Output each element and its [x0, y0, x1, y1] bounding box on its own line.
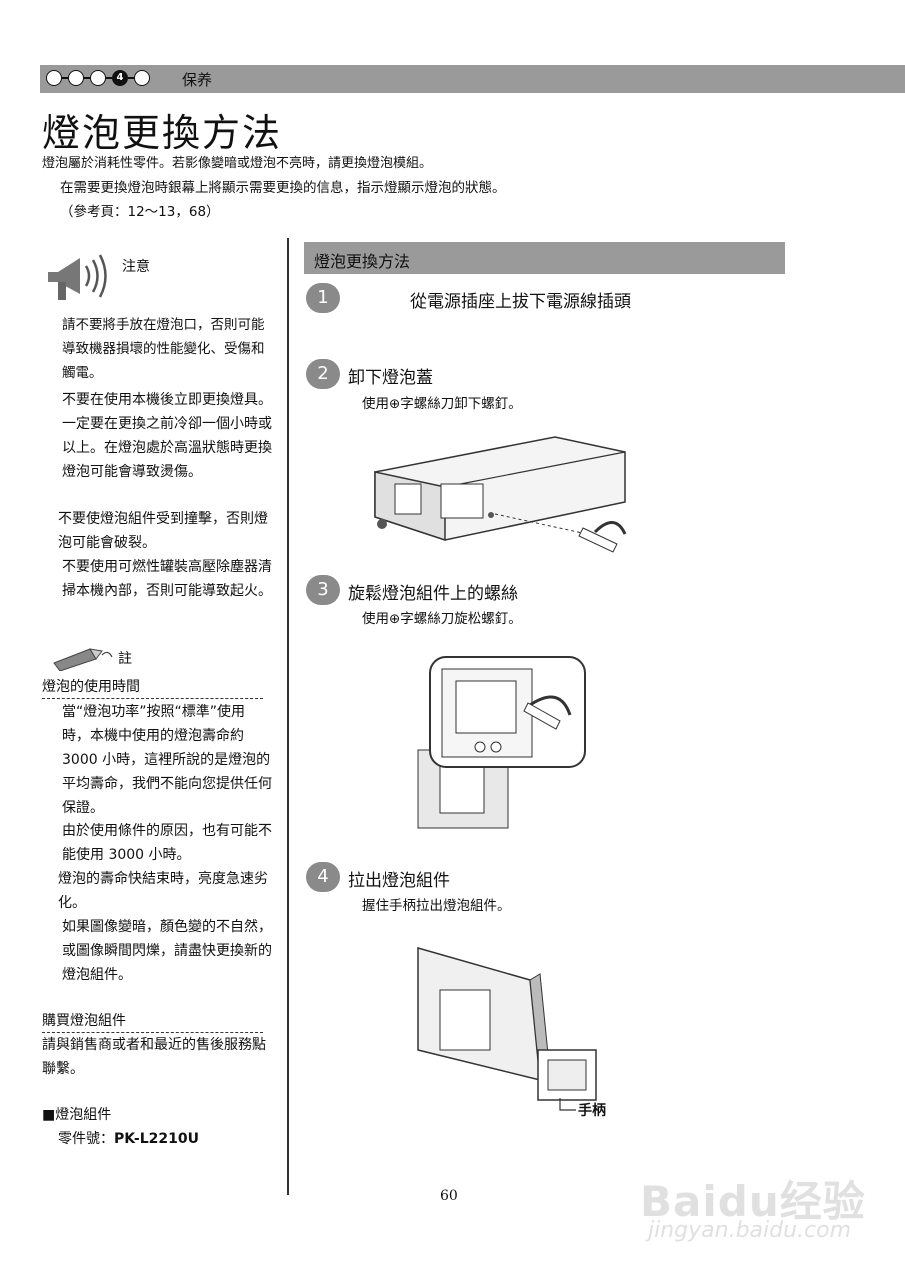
step-connector [62, 77, 68, 79]
note-item: 當“燈泡功率”按照“標準”使用時，本機中使用的燈泡壽命約 3000 小時，這裡所… [62, 704, 272, 816]
step-connector [128, 77, 134, 79]
lamp-life-heading: 燈泡的使用時間 [42, 676, 263, 699]
step-title: 旋鬆燈泡組件上的螺絲 [348, 584, 518, 604]
lamp-unit-heading: ■燈泡組件 [42, 1107, 112, 1123]
intro-line-2: 在需要更換燈泡時銀幕上將顯示需要更換的信息，指示燈顯示燈泡的狀態。 [60, 180, 506, 196]
page-number: 60 [440, 1188, 458, 1204]
column-divider [287, 238, 289, 1195]
intro-line-3: （參考頁：12～13，68） [60, 204, 220, 220]
megaphone-icon [48, 254, 107, 300]
step-number: 3 [306, 575, 340, 605]
section-bar: 4 保养 [40, 65, 905, 93]
step-circle-2 [68, 70, 84, 86]
step-circle-5 [134, 70, 150, 86]
note-label: 註 [118, 651, 132, 667]
step-text: 使用⊕字螺絲刀卸下螺釘。 [362, 396, 522, 412]
watermark: Baidu经验 jingyan.baidu.com [640, 1150, 900, 1250]
procedure-header: 燈泡更換方法 [304, 242, 785, 274]
step-text: 握住手柄拉出燈泡組件。 [362, 898, 511, 914]
caution-item: 請不要將手放在燈泡口，否則可能導致機器損壞的性能變化、受傷和觸電。 [62, 317, 265, 381]
step-number: 1 [306, 283, 340, 313]
step-number: 4 [306, 862, 340, 892]
step-circle-1 [46, 70, 62, 86]
step-title: 卸下燈泡蓋 [348, 368, 433, 388]
part-number-label: 零件號： [58, 1131, 114, 1147]
note-item: 如果圖像變暗，顏色變的不自然，或圖像瞬間閃爍，請盡快更換新的燈泡組件。 [62, 919, 272, 983]
intro-line-1: 燈泡屬於消耗性零件。若影像變暗或燈泡不亮時，請更換燈泡模組。 [42, 156, 433, 171]
purchase-text: 請與銷售商或者和最近的售後服務點聯繫。 [42, 1037, 266, 1077]
handle-label: 手柄 [578, 1103, 606, 1119]
part-number-value: PK-L2210U [114, 1131, 199, 1147]
page-title: 燈泡更換方法 [42, 111, 283, 155]
step-circle-4-current: 4 [112, 70, 128, 86]
loosen-screws-illustration [417, 656, 586, 829]
remove-lamp-cover-illustration [374, 436, 627, 553]
purchase-heading: 購買燈泡組件 [42, 1010, 263, 1033]
caution-item: 不要使用可燃性罐裝高壓除塵器清掃本機內部，否則可能導致起火。 [62, 559, 272, 599]
caution-label: 注意 [122, 259, 150, 275]
part-number-line: 零件號：PK-L2210U [58, 1128, 199, 1148]
caution-item: 不要在使用本機後立即更換燈具。一定要在更換之前冷卻一個小時或以上。在燈泡處於高溫… [62, 392, 272, 480]
step-title: 拉出燈泡組件 [348, 871, 450, 891]
note-item: 由於使用條件的原因，也有可能不能使用 3000 小時。 [62, 823, 272, 863]
note-item: 燈泡的壽命快結束時，亮度急速劣化。 [58, 871, 268, 911]
step-connector [106, 77, 112, 79]
pencil-icon [53, 648, 113, 671]
step-text: 使用⊕字螺絲刀旋松螺釘。 [362, 611, 522, 627]
section-name: 保养 [182, 71, 213, 89]
step-connector [84, 77, 90, 79]
watermark-url: jingyan.baidu.com [648, 1218, 852, 1243]
step-title: 從電源插座上拔下電源線插頭 [410, 292, 631, 312]
procedure-header-title: 燈泡更換方法 [314, 252, 411, 271]
pull-out-lamp-illustration [417, 947, 597, 1111]
step-number: 2 [306, 359, 340, 389]
watermark-brand: Baidu经验 [640, 1177, 866, 1226]
step-circle-3 [90, 70, 106, 86]
caution-item: 不要使燈泡組件受到撞擊，否則燈泡可能會破裂。 [58, 511, 268, 551]
